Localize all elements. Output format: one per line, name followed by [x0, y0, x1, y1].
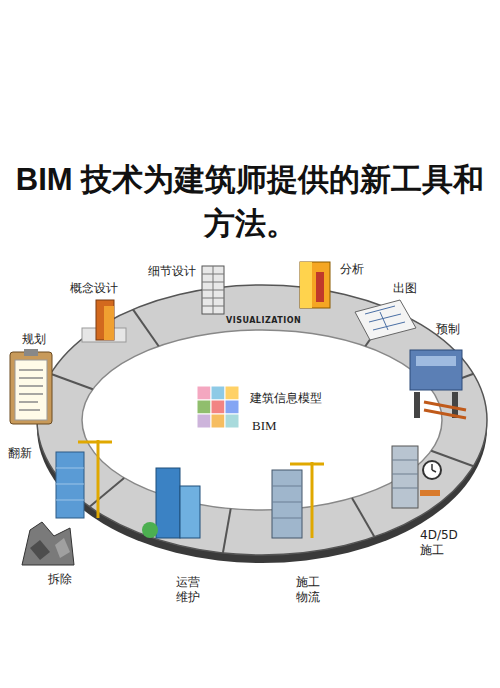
stage-label: 施工 物流	[296, 575, 324, 605]
stage-label: 运营 维护	[176, 575, 204, 605]
center-label: BIM	[252, 418, 277, 434]
stage-label: 概念设计	[70, 281, 118, 296]
stage-label: 翻新	[8, 446, 32, 461]
stage-label: 4D/5D 施工	[420, 528, 468, 558]
stage-label: 预制	[436, 322, 460, 337]
ring-caption: VISUALIZATION	[226, 316, 301, 326]
stage-label: 细节设计	[148, 264, 196, 279]
stage-label: 拆除	[48, 572, 72, 587]
stage-label: 分析	[340, 262, 364, 277]
stage-label: 出图	[393, 281, 417, 296]
title: BIM 技术为建筑师提供的新工具和方法。	[10, 158, 490, 246]
center-label: 建筑信息模型	[250, 391, 322, 406]
stage-label: 规划	[22, 332, 46, 347]
